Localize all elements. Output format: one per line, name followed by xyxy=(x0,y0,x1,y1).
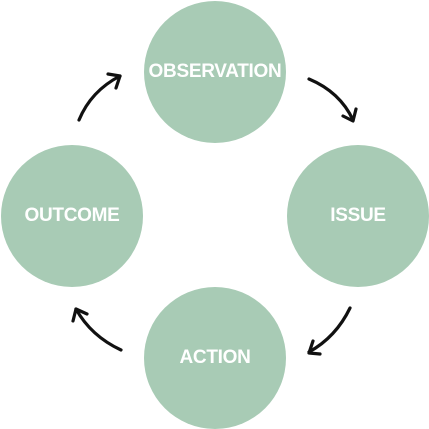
arrow-issue-to-action-icon xyxy=(307,306,352,356)
observation-label: OBSERVATION xyxy=(148,61,282,82)
arrow-action-to-outcome-icon xyxy=(71,307,123,352)
issue-node: ISSUE xyxy=(287,145,429,287)
issue-label: ISSUE xyxy=(330,205,386,226)
action-node: ACTION xyxy=(144,287,286,429)
arrow-observation-to-issue-icon xyxy=(307,77,358,123)
observation-node: OBSERVATION xyxy=(144,1,286,143)
arrow-outcome-to-observation-icon xyxy=(77,72,122,122)
action-label: ACTION xyxy=(179,347,251,368)
outcome-node: OUTCOME xyxy=(1,145,143,287)
outcome-label: OUTCOME xyxy=(24,205,120,226)
